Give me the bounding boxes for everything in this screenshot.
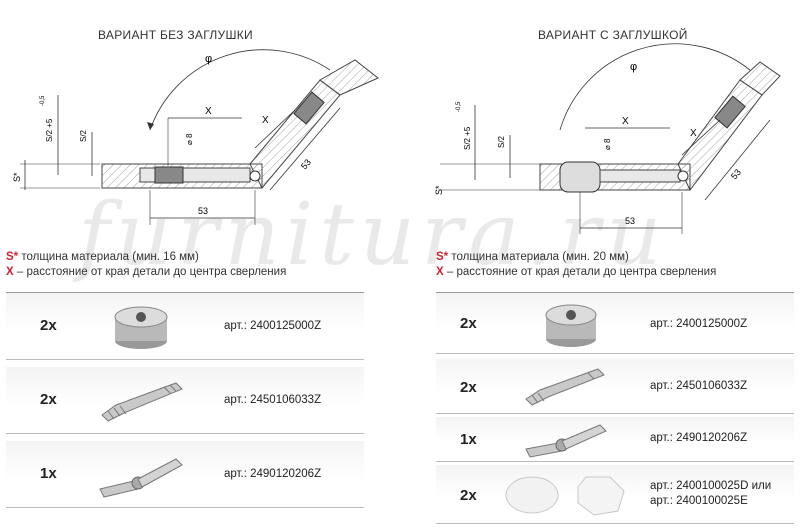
right-phi-label: φ: [630, 61, 637, 73]
right-legend-x-text: – расстояние от края детали до центра св…: [443, 266, 717, 278]
table-row: 2x арт.: 2400125000Z: [6, 293, 364, 360]
article-number: арт.: 2400100025D или: [650, 480, 772, 492]
article-number: арт.: 2450106033Z: [224, 394, 322, 406]
right-legend-x-symbol: X: [436, 266, 444, 278]
qty-label: 1x: [460, 431, 477, 448]
right-connector: [599, 169, 681, 183]
right-drawing: φ X ⌀ 8 X 53 53 S* S/2 +5 -0,5 S/2: [434, 43, 781, 234]
right-parts-table: 2x арт.: 2400125000Z 2x арт.: 2450106033…: [436, 292, 794, 525]
right-x-label: X: [622, 116, 629, 127]
table-row: 2x арт.: 2450106033Z: [6, 367, 364, 434]
dowel-bolt-icon: [525, 368, 605, 406]
right-53-side: 53: [729, 167, 743, 181]
article-number: арт.: 2400125000Z: [650, 318, 748, 330]
left-s2-label: S/2: [79, 129, 88, 142]
left-drawing: φ X ⌀ 8 X 53 53 S* S/2 +5 -0,5 S/2: [12, 49, 379, 225]
angle-connector-icon: [525, 424, 607, 458]
right-s-label: S*: [434, 185, 444, 195]
qty-label: 2x: [40, 317, 57, 334]
right-53-bottom: 53: [625, 216, 635, 226]
table-row: 1x арт.: 2490120206Z: [436, 417, 794, 462]
article-number: арт.: 2490120206Z: [650, 432, 748, 444]
article-number: арт.: 2400125000Z: [224, 320, 322, 332]
right-title: ВАРИАНТ С ЗАГЛУШКОЙ: [538, 28, 688, 42]
qty-label: 2x: [460, 487, 477, 504]
left-s-label: S*: [12, 172, 22, 182]
right-cap: [559, 161, 601, 193]
left-sup-label: -0,5: [40, 95, 46, 106]
right-legend-s-symbol: S*: [436, 251, 449, 263]
cam-housing-icon: [545, 304, 597, 347]
qty-label: 1x: [40, 465, 57, 482]
left-legend-s-text: толщина материала (мин. 16 мм): [18, 251, 199, 263]
dowel-bolt-icon: [101, 382, 183, 422]
left-d8-label: ⌀ 8: [185, 133, 194, 145]
left-title: ВАРИАНТ БЕЗ ЗАГЛУШКИ: [98, 28, 253, 42]
table-row: 1x арт.: 2490120206Z: [6, 441, 364, 508]
article-number: арт.: 2450106033Z: [650, 380, 748, 392]
left-legend-x-symbol: X: [6, 266, 14, 278]
right-d8-label: ⌀ 8: [603, 138, 612, 150]
caps-icon: [505, 476, 625, 516]
left-parts-table: 2x арт.: 2400125000Z 2x арт.: 2450106033…: [6, 292, 364, 525]
qty-label: 2x: [460, 379, 477, 396]
left-phi-label: φ: [205, 53, 212, 65]
right-x2-label: X: [690, 128, 697, 139]
left-53-side: 53: [299, 157, 313, 171]
table-row: 2x арт.: 2400125000Z: [436, 293, 794, 354]
right-s2-label: S/2: [497, 135, 506, 148]
left-x2-label: X: [262, 115, 269, 126]
left-legend-x-text: – расстояние от края детали до центра св…: [13, 266, 287, 278]
qty-label: 2x: [460, 315, 477, 332]
left-53-bottom: 53: [198, 206, 208, 216]
cam-housing-icon: [114, 306, 168, 349]
right-sup-label: -0,5: [456, 101, 462, 112]
table-row: 2x арт.: 2400100025D или арт.: 240010002…: [436, 465, 794, 524]
left-board-angled: [249, 79, 341, 189]
table-row: 2x арт.: 2450106033Z: [436, 359, 794, 414]
watermark-text: furnitura.ru: [78, 185, 668, 285]
right-legend: S* толщина материала (мин. 20 мм) X – ра…: [436, 250, 716, 280]
angle-connector-icon: [99, 458, 183, 498]
article-number: арт.: 2490120206Z: [224, 468, 322, 480]
left-legend-s-symbol: S*: [6, 251, 19, 263]
left-legend: S* толщина материала (мин. 16 мм) X – ра…: [6, 250, 286, 280]
left-x-label: X: [205, 106, 212, 117]
left-s25-label: S/2 +5: [45, 118, 54, 142]
right-s25-label: S/2 +5: [463, 126, 472, 150]
right-legend-s-text: толщина материала (мин. 20 мм): [448, 251, 629, 263]
qty-label: 2x: [40, 391, 57, 408]
article-number-alt: арт.: 2400100025E: [650, 495, 748, 507]
